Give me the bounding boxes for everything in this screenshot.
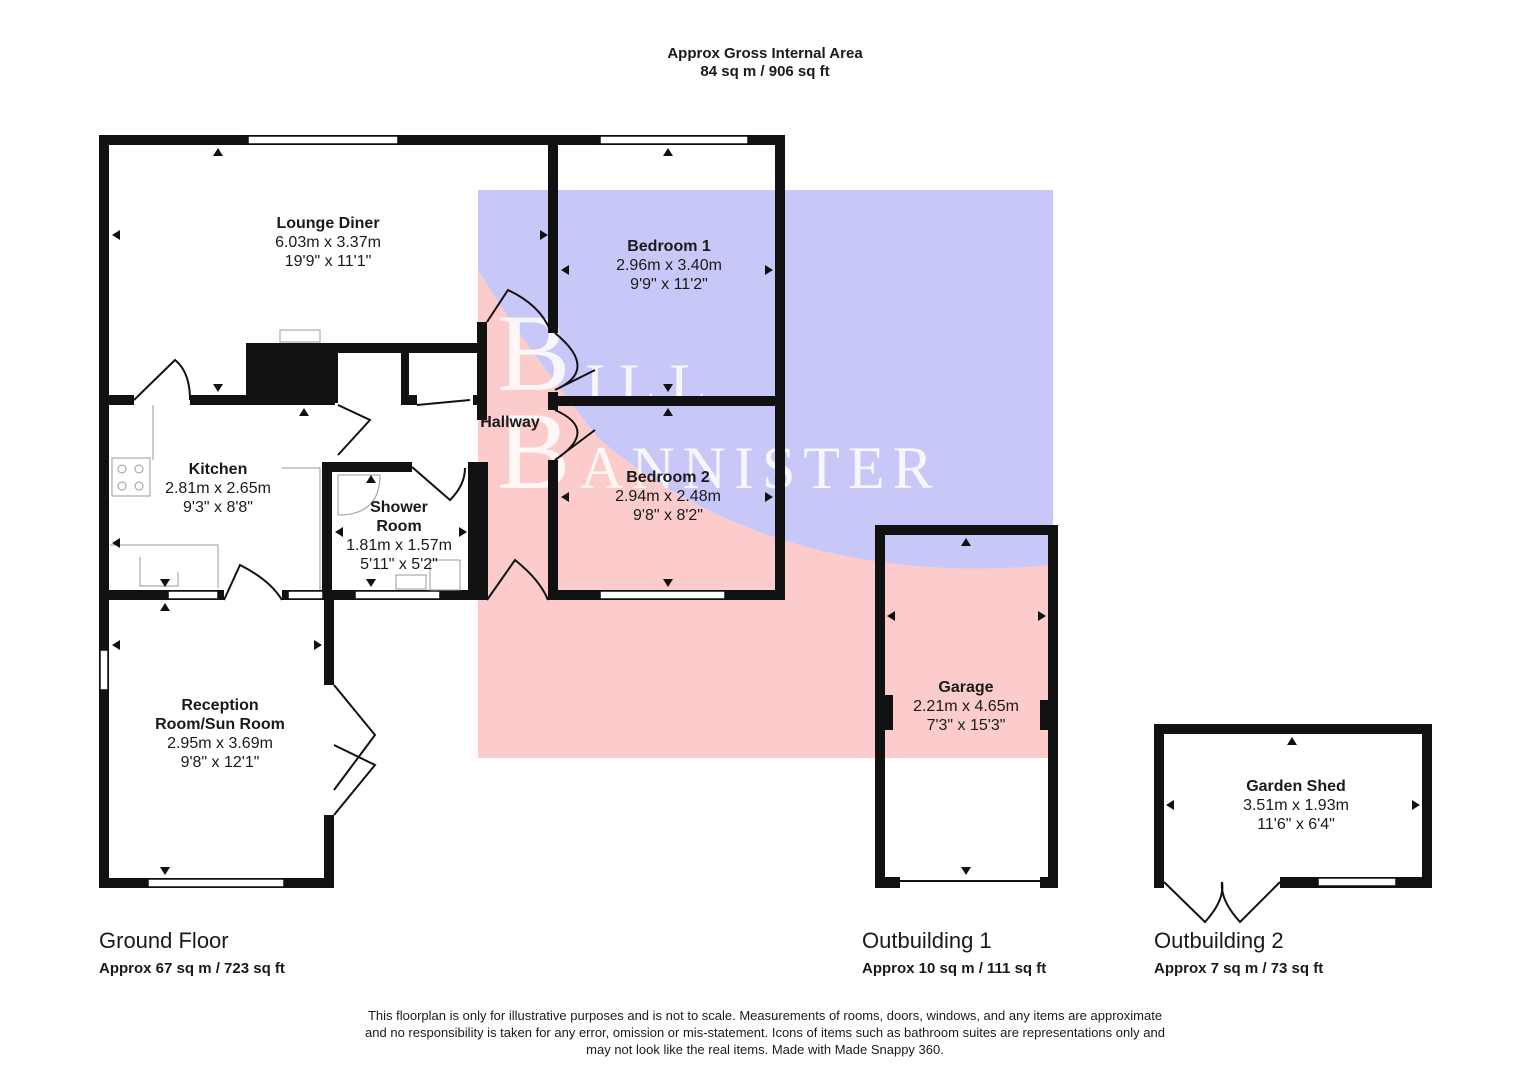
floor-area: Approx 7 sq m / 73 sq ft — [1154, 960, 1324, 977]
floor-ground: Ground Floor Approx 67 sq m / 723 sq ft — [99, 928, 285, 978]
floor-title: Outbuilding 2 — [1154, 928, 1284, 953]
room-imperial: 5'11" x 5'2" — [360, 556, 438, 573]
room-name: Bedroom 1 — [627, 238, 711, 255]
floor-title: Ground Floor — [99, 928, 229, 953]
floor-area: Approx 67 sq m / 723 sq ft — [99, 960, 285, 977]
shed-doors — [1163, 881, 1281, 924]
room-imperial: 19'9" x 11'1" — [284, 253, 372, 270]
watermark-text-bill: B — [497, 292, 570, 414]
room-imperial: 7'3" x 15'3" — [926, 717, 1006, 734]
garage-walls — [875, 525, 1058, 888]
room-name-line2: Room — [376, 518, 422, 535]
room-metric: 1.81m x 1.57m — [346, 537, 452, 554]
room-name-line2: Room/Sun Room — [155, 716, 285, 733]
room-label-hallway: Hallway — [480, 413, 540, 432]
room-metric: 2.94m x 2.48m — [615, 488, 721, 505]
room-imperial: 11'6" x 6'4" — [1257, 816, 1335, 833]
room-label-shower: Shower Room 1.81m x 1.57m 5'11" x 5'2" — [346, 498, 452, 574]
room-metric: 2.81m x 2.65m — [165, 480, 271, 497]
toilet-icon — [429, 559, 461, 591]
room-name-line1: Shower — [370, 499, 428, 516]
hob-icon — [111, 457, 151, 497]
room-label-reception: Reception Room/Sun Room 2.95m x 3.69m 9'… — [155, 696, 285, 772]
room-name: Kitchen — [188, 461, 248, 478]
watermark-red-sweep — [478, 270, 1053, 570]
room-label-kitchen: Kitchen 2.81m x 2.65m 9'3" x 8'8" — [165, 460, 271, 517]
room-imperial: 9'8" x 12'1" — [180, 754, 260, 771]
floor-outbuilding1: Outbuilding 1 Approx 10 sq m / 111 sq ft — [862, 928, 1046, 978]
fixtures — [110, 329, 461, 591]
basin-icon — [395, 574, 427, 590]
gross-area-title: Approx Gross Internal Area — [667, 45, 863, 62]
room-name: Garden Shed — [1246, 778, 1346, 795]
floor-outbuilding2: Outbuilding 2 Approx 7 sq m / 73 sq ft — [1154, 928, 1323, 978]
fireplace-icon — [279, 329, 321, 343]
dimension-markers — [112, 148, 1420, 875]
room-name-line1: Reception — [181, 697, 259, 714]
watermark-logo: B ILL B ANNISTER — [478, 190, 1053, 758]
room-name: Bedroom 2 — [626, 469, 710, 486]
room-imperial: 9'9" x 11'2" — [630, 276, 708, 293]
room-metric: 6.03m x 3.37m — [275, 234, 381, 251]
floor-area: Approx 10 sq m / 111 sq ft — [862, 960, 1047, 977]
room-label-bedroom2: Bedroom 2 2.94m x 2.48m 9'8" x 8'2" — [615, 468, 721, 525]
shower-tray-icon — [337, 474, 381, 516]
disclaimer-line3: may not look like the real items. Made w… — [586, 1042, 944, 1057]
gross-area-header: Approx Gross Internal Area 84 sq m / 906… — [667, 45, 862, 81]
svg-text:ILL: ILL — [585, 352, 720, 418]
room-metric: 2.95m x 3.69m — [167, 735, 273, 752]
room-metric: 2.96m x 3.40m — [616, 257, 722, 274]
room-name: Garage — [938, 679, 994, 696]
room-label-bedroom1: Bedroom 1 2.96m x 3.40m 9'9" x 11'2" — [616, 237, 722, 294]
watermark-blue-shape — [478, 190, 1053, 569]
gross-area-value: 84 sq m / 906 sq ft — [700, 63, 830, 80]
doors — [133, 288, 596, 816]
windows — [99, 135, 749, 888]
room-name: Lounge Diner — [276, 215, 380, 232]
room-imperial: 9'3" x 8'8" — [183, 499, 253, 516]
disclaimer-line2: and no responsibility is taken for any e… — [365, 1025, 1165, 1040]
floor-title: Outbuilding 1 — [862, 928, 992, 953]
room-label-lounge: Lounge Diner 6.03m x 3.37m 19'9" x 11'1" — [275, 214, 381, 271]
disclaimer-line1: This floorplan is only for illustrative … — [367, 1008, 1163, 1023]
room-metric: 2.21m x 4.65m — [913, 698, 1019, 715]
room-label-garage: Garage 2.21m x 4.65m 7'3" x 15'3" — [913, 678, 1019, 735]
room-metric: 3.51m x 1.93m — [1243, 797, 1349, 814]
watermark-text-bannister: ANNISTER — [580, 435, 941, 501]
room-label-shed: Garden Shed 3.51m x 1.93m 11'6" x 6'4" — [1243, 777, 1349, 834]
room-imperial: 9'8" x 8'2" — [633, 507, 703, 524]
room-name: Hallway — [480, 414, 540, 431]
svg-text:B: B — [497, 390, 570, 512]
disclaimer: This floorplan is only for illustrative … — [315, 1007, 1215, 1058]
